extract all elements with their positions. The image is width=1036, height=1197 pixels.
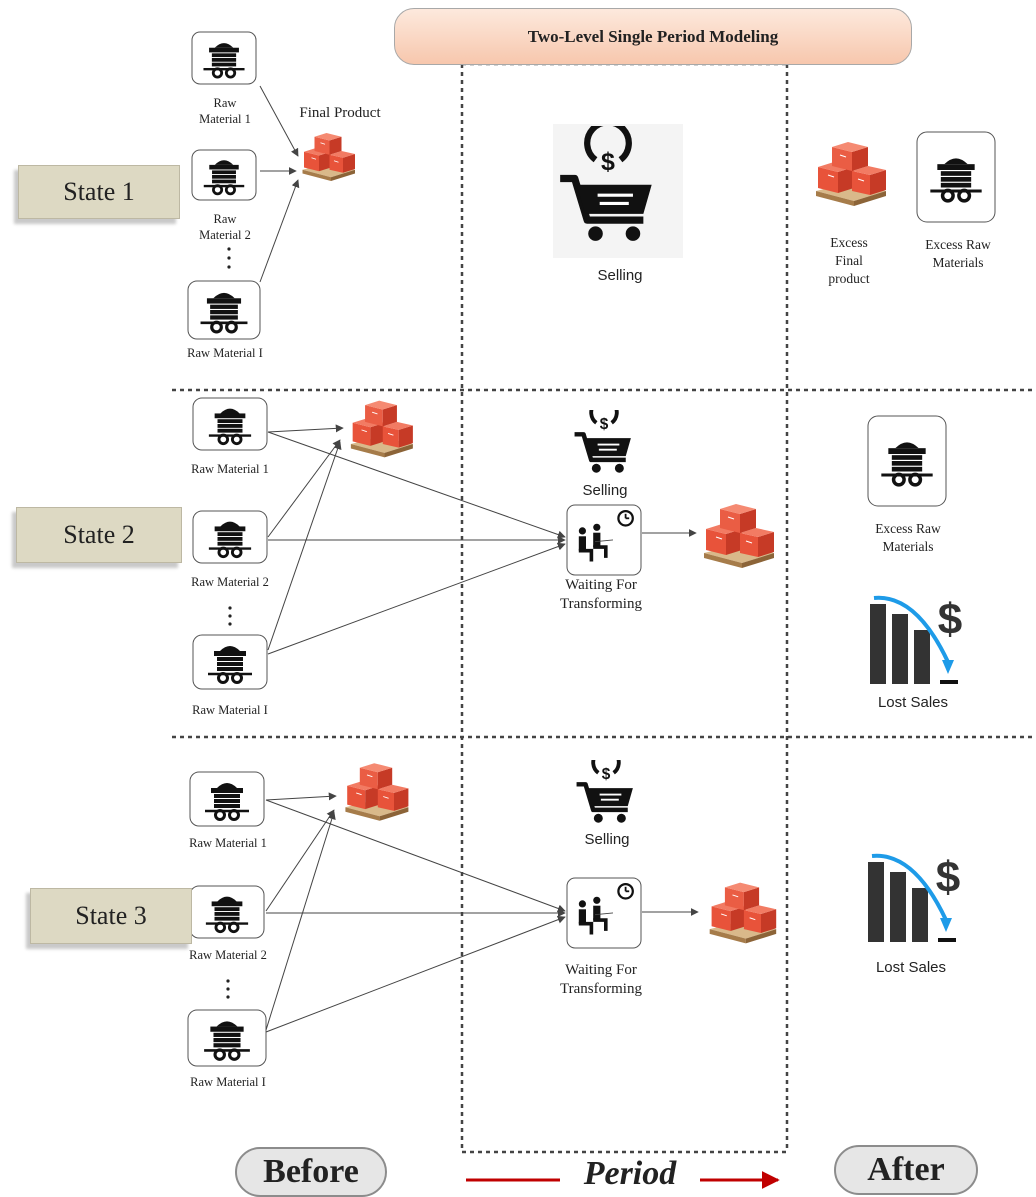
state1-excess-final-product-icon: [815, 141, 887, 207]
state3-waiting-icon: [566, 877, 642, 949]
state3-transformed-product-icon: [709, 882, 777, 944]
state2-shopping-cart-icon: [575, 400, 631, 473]
state2-transformed-product-icon: [703, 503, 775, 569]
state3-raw-material-I-icon: [187, 1009, 267, 1067]
state1-shopping-cart-icon: [553, 124, 683, 258]
state3-final-product-icon: [344, 762, 409, 822]
state1-raw-material-I-label: Raw Material I: [187, 346, 263, 360]
state3-raw-material-I-label: Raw Material I: [190, 1075, 266, 1089]
state1-excess-final-product-label: Excess Final product: [828, 235, 870, 287]
state3-arrow-raw1-product: [265, 792, 337, 801]
state3-shopping-cart-icon: [577, 750, 633, 823]
state3-arrow-rawI-product: [265, 811, 336, 1031]
state2-raw-material-I-label: Raw Material I: [192, 703, 268, 717]
state1-raw-material-I-icon: [187, 280, 261, 340]
state3-raw-material-2-icon: [189, 885, 265, 939]
state1-raw-material-1-icon: [191, 31, 257, 85]
state3-arrow-rawI-waiting: [265, 915, 566, 1033]
state1-final-product-icon: [302, 132, 356, 182]
before-label: Before: [235, 1147, 387, 1197]
state2-selling-label: Selling: [582, 482, 628, 499]
state1-excess-raw-materials-label: Excess Raw Materials: [925, 237, 991, 271]
state2-lost-sales-icon: [870, 595, 962, 684]
state3-raw-material-1-icon: [189, 771, 265, 827]
state3-lost-sales-icon: [868, 853, 960, 942]
state2-dots: [228, 606, 232, 626]
state1-final-product-label: Final Product: [299, 105, 381, 121]
state1-raw-material-2-icon: [191, 149, 257, 201]
state-2-label: State 2: [16, 507, 182, 563]
state2-arrow-rawI-waiting: [267, 542, 566, 655]
state1-selling-label: Selling: [597, 267, 643, 284]
after-label: After: [834, 1145, 978, 1195]
state2-waiting-label: Waiting For Transforming: [560, 577, 642, 612]
state1-arrow-rawI: [259, 179, 300, 283]
state2-arrow-raw1-waiting: [267, 431, 566, 539]
state2-arrow-raw2-product: [267, 439, 341, 538]
state2-waiting-icon: [566, 504, 642, 576]
state1-excess-raw-material-icon: [916, 131, 996, 223]
state3-raw-material-2-label: Raw Material 2: [189, 948, 267, 962]
state2-lost-sales-label: Lost Sales: [877, 694, 949, 711]
state2-arrow-raw1-product: [267, 424, 344, 433]
state3-selling-label: Selling: [584, 831, 630, 848]
state-1-label: State 1: [18, 165, 180, 219]
state3-dots: [226, 979, 230, 999]
state2-raw-material-I-icon: [192, 634, 268, 690]
state2-excess-raw-material-icon: [867, 415, 947, 507]
state3-raw-material-1-label: Raw Material 1: [189, 836, 267, 850]
state2-arrow-rawI-product: [267, 441, 342, 651]
state2-excess-raw-materials-label: Excess Raw Materials: [875, 521, 941, 555]
state1-arrow-raw1: [259, 85, 299, 157]
diagram-title: Two-Level Single Period Modeling: [394, 8, 912, 65]
state-3-label: State 3: [30, 888, 192, 944]
state1-raw-material-2-label: Raw Material 2: [199, 212, 251, 242]
period-label: Period: [560, 1155, 700, 1193]
state2-raw-material-2-label: Raw Material 2: [191, 575, 269, 589]
state3-lost-sales-label: Lost Sales: [875, 959, 947, 976]
state2-raw-material-1-label: Raw Material 1: [191, 462, 269, 476]
state2-raw-material-2-icon: [192, 510, 268, 564]
state1-raw-material-1-label: Raw Material 1: [199, 96, 251, 126]
state1-dots: [227, 247, 231, 269]
state3-waiting-label: Waiting For Transforming: [560, 962, 642, 997]
state3-arrow-raw2-product: [265, 809, 335, 912]
state3-arrow-raw1-waiting: [265, 799, 566, 913]
state2-raw-material-1-icon: [192, 397, 268, 451]
state2-final-product-icon: [350, 400, 414, 458]
